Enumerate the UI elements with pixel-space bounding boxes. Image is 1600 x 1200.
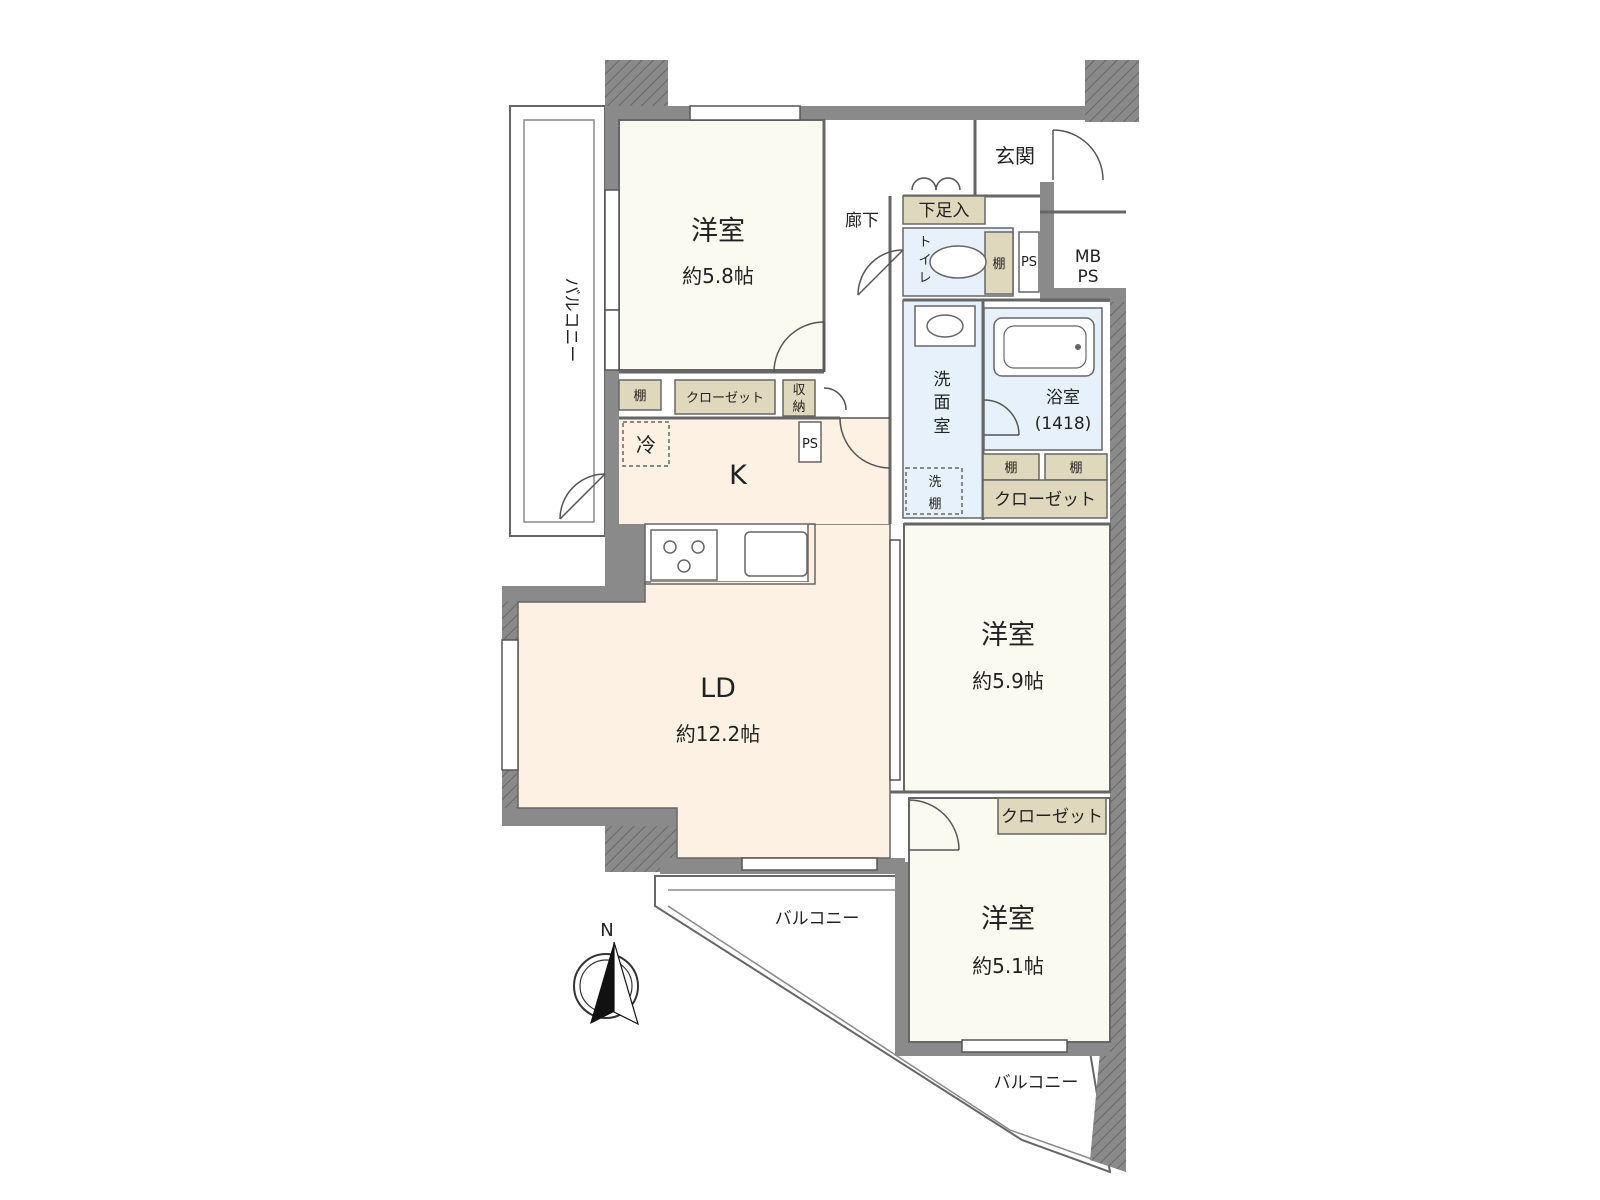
label-washer-2: 棚 xyxy=(928,497,941,512)
balcony-west xyxy=(509,105,606,537)
label-shelf-toilet: 棚 xyxy=(992,257,1005,272)
room-western-1 xyxy=(618,119,825,371)
room-size-bath: (1418) xyxy=(1035,414,1092,434)
room-name-western-2: 洋室 xyxy=(981,620,1035,651)
compass-icon: N xyxy=(573,920,639,1026)
room-name-toilet-2: イ xyxy=(918,253,931,268)
windows xyxy=(501,105,1068,1053)
label-closet-3: クローゼット xyxy=(1001,807,1103,827)
label-shelf-3: 棚 xyxy=(1069,461,1082,476)
label-shelf-2: 棚 xyxy=(1004,461,1017,476)
label-closet-2: クローゼット xyxy=(994,490,1096,510)
room-name-hallway: 廊下 xyxy=(845,211,879,231)
label-shelf-1: 棚 xyxy=(633,389,646,404)
label-closet-1: クローゼット xyxy=(686,391,764,406)
label-mbps-2: PS xyxy=(1077,267,1098,287)
room-size-western-3: 約5.1帖 xyxy=(972,954,1044,978)
room-name-washroom-3: 室 xyxy=(934,417,951,437)
room-name-western-3: 洋室 xyxy=(981,904,1035,935)
label-storage-1: 収 xyxy=(792,383,805,398)
label-washer-1: 洗 xyxy=(928,475,941,490)
room-name-washroom-2: 面 xyxy=(934,393,951,413)
balcony-label-southeast: バルコニー xyxy=(994,1073,1079,1093)
room-name-entrance: 玄関 xyxy=(995,144,1035,168)
label-mbps-1: MB xyxy=(1075,247,1101,267)
room-name-bath: 浴室 xyxy=(1046,388,1080,408)
label-ps-2: PS xyxy=(802,437,818,452)
room-name-kitchen: K xyxy=(729,460,748,491)
fixtures xyxy=(622,231,1040,588)
room-western-3 xyxy=(908,797,1111,1043)
balcony-label-south: バルコニー xyxy=(775,909,860,929)
label-storage-2: 納 xyxy=(792,400,805,415)
room-size-ld: 約12.2帖 xyxy=(676,722,761,746)
room-name-ld: LD xyxy=(700,673,736,704)
washbasin-icon xyxy=(914,305,976,347)
room-name-western-1: 洋室 xyxy=(691,216,745,247)
door-swings xyxy=(559,129,1104,851)
room-name-toilet-3: レ xyxy=(918,271,931,286)
compass-north-label: N xyxy=(600,920,613,941)
room-name-washroom-1: 洗 xyxy=(934,370,951,390)
room-size-western-1: 約5.8帖 xyxy=(682,264,754,288)
label-shoe-box: 下足入 xyxy=(919,201,970,221)
balcony-label-west: バルコニー xyxy=(561,278,581,363)
toilet-icon xyxy=(929,245,987,279)
sink-icon xyxy=(744,531,808,577)
storage-blocks xyxy=(618,195,1108,835)
room-size-western-2: 約5.9帖 xyxy=(972,669,1044,693)
label-fridge: 冷 xyxy=(636,433,656,457)
room-name-toilet-1: ト xyxy=(918,235,931,250)
label-ps-1: PS xyxy=(1021,255,1037,270)
room-western-2 xyxy=(903,523,1111,793)
